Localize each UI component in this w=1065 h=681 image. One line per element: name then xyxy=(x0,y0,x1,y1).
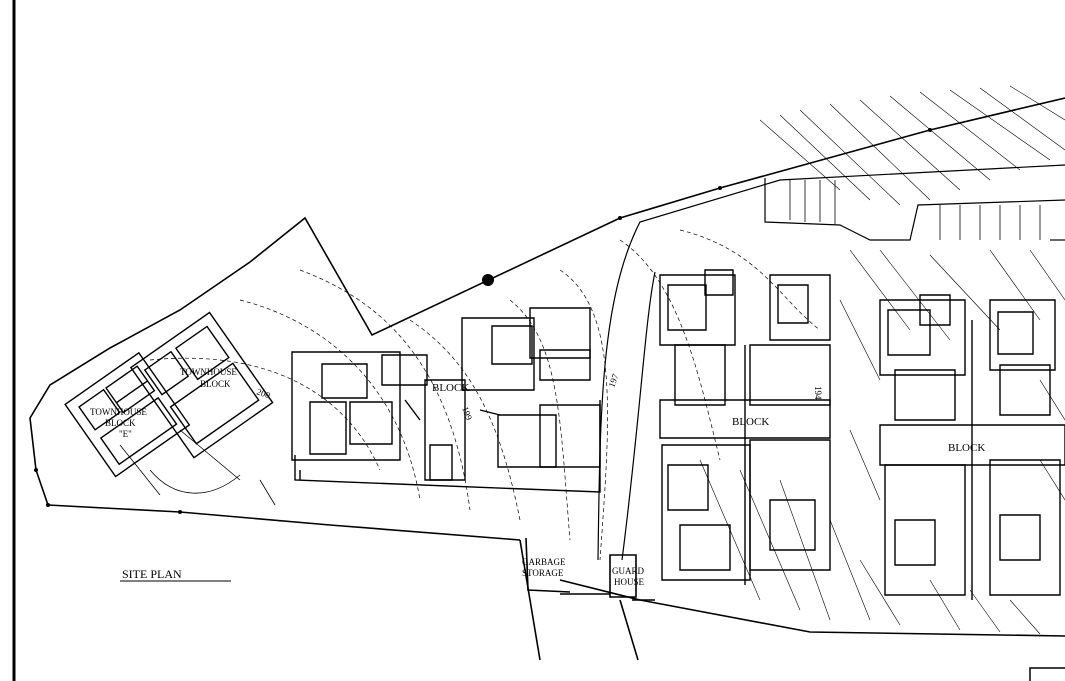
townhouse-2-label-1: TOWNHOUSE xyxy=(180,367,237,377)
guard-house-label-1: GUARD xyxy=(612,566,645,576)
contour-199-label: 199 xyxy=(460,405,474,422)
block-b-outline xyxy=(660,270,830,585)
townhouse-site-lines xyxy=(120,430,275,505)
contour-200-label: 200 xyxy=(255,386,272,400)
block-c-label: BLOCK xyxy=(948,442,985,454)
sheet-border xyxy=(14,0,1065,681)
townhouse-e-label-2: BLOCK xyxy=(105,418,136,428)
service-buildings xyxy=(526,538,655,600)
block-a-label: BLOCK xyxy=(432,382,469,394)
townhouse-2-label-2: BLOCK xyxy=(200,379,231,389)
townhouse-e-label-3: "E" xyxy=(119,429,132,439)
block-c-outline xyxy=(880,295,1065,600)
block-b-label: BLOCK xyxy=(732,416,769,428)
access-road xyxy=(598,165,1065,560)
contour-194-label: 194 xyxy=(813,386,823,400)
townhouse-block-2 xyxy=(131,313,273,458)
garbage-storage-label-2: STORAGE xyxy=(522,568,564,578)
townhouse-e-label-1: TOWNHOUSE xyxy=(90,407,147,417)
garbage-storage-label-1: GARBAGE xyxy=(522,557,566,567)
block-a-outline xyxy=(292,308,600,492)
contour-197-label: 197 xyxy=(606,372,620,389)
guard-house-label-2: HOUSE xyxy=(614,577,645,587)
parking-stalls xyxy=(790,180,1040,240)
site-plan-title: SITE PLAN xyxy=(122,567,182,581)
